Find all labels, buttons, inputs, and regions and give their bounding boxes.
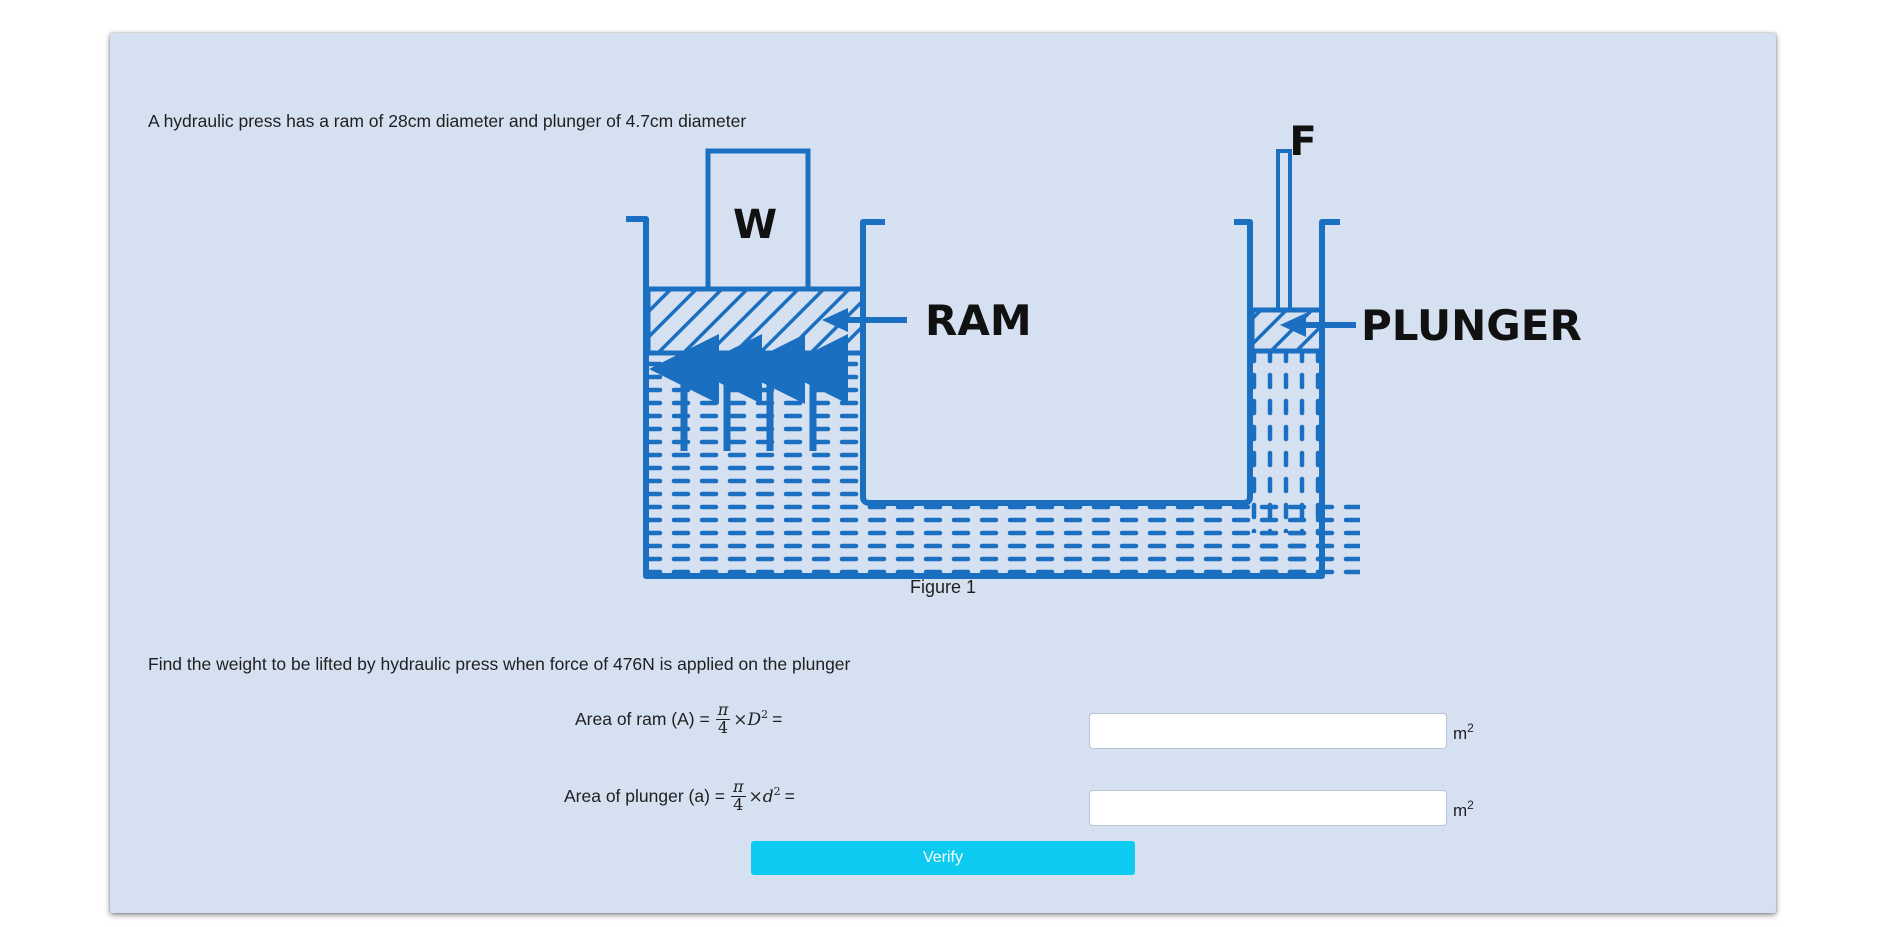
plunger-pointer-arrowhead — [1280, 313, 1306, 337]
unit-exponent: 2 — [1467, 798, 1474, 812]
ram-area-unit: m2 — [1453, 721, 1474, 744]
pressure-arrows — [649, 334, 848, 451]
question-card: A hydraulic press has a ram of 28cm diam… — [110, 33, 1776, 913]
problem-intro: A hydraulic press has a ram of 28cm diam… — [148, 111, 747, 131]
fraction-numerator: π — [715, 700, 731, 720]
equals-sign: = — [784, 785, 795, 806]
hydraulic-press-figure: W F RAM PLUNGER — [626, 119, 1582, 579]
plunger-diameter-term: ×d2 — [749, 785, 781, 807]
ram-area-label: Area of ram (A) = — [575, 708, 710, 729]
container-inner-wall — [860, 219, 1253, 506]
plunger-area-label: Area of plunger (a) = — [564, 785, 725, 806]
unit-exponent: 2 — [1467, 721, 1474, 735]
times-symbol: × — [748, 787, 763, 808]
ram-area-formula: Area of ram (A) = π 4 ×D2 = — [575, 700, 783, 737]
plunger-piston — [1249, 307, 1325, 354]
ram-area-input[interactable] — [1089, 713, 1447, 749]
plunger-area-formula: Area of plunger (a) = π 4 ×d2 = — [564, 777, 795, 814]
unit-base: m — [1453, 724, 1468, 743]
times-symbol: × — [733, 710, 748, 731]
fraction-numerator: π — [731, 777, 746, 797]
pi-over-4-fraction: π 4 — [715, 700, 731, 737]
plunger-area-unit: m2 — [1453, 798, 1474, 821]
plunger-bottom-liquid — [1250, 533, 1322, 576]
equals-sign: = — [772, 708, 783, 729]
container-outer-wall — [626, 216, 1340, 579]
ram-cylinder-liquid — [646, 353, 863, 533]
unit-base: m — [1453, 801, 1468, 820]
pi-over-4-fraction: π 4 — [731, 777, 746, 814]
plunger-rod — [1276, 149, 1292, 312]
diameter-variable: d — [762, 787, 774, 808]
exponent: 2 — [761, 708, 769, 722]
weight-block — [705, 148, 811, 292]
diameter-variable: D — [747, 710, 762, 731]
weight-label: W — [733, 202, 777, 248]
figure-caption: Figure 1 — [909, 577, 977, 597]
verify-button[interactable]: Verify — [751, 841, 1135, 875]
ram-label: RAM — [925, 296, 1032, 345]
ram-diameter-term: ×D2 — [733, 708, 768, 730]
force-label: F — [1289, 119, 1316, 165]
plunger-label: PLUNGER — [1361, 301, 1582, 350]
plunger-area-input[interactable] — [1089, 790, 1447, 826]
exponent: 2 — [773, 785, 781, 799]
fraction-denominator: 4 — [717, 717, 729, 737]
fraction-denominator: 4 — [733, 794, 744, 814]
ram-bottom-liquid — [646, 533, 863, 576]
plunger-cylinder-liquid — [1250, 353, 1322, 533]
ram-pointer-arrowhead — [822, 308, 848, 332]
problem-task: Find the weight to be lifted by hydrauli… — [148, 654, 851, 674]
